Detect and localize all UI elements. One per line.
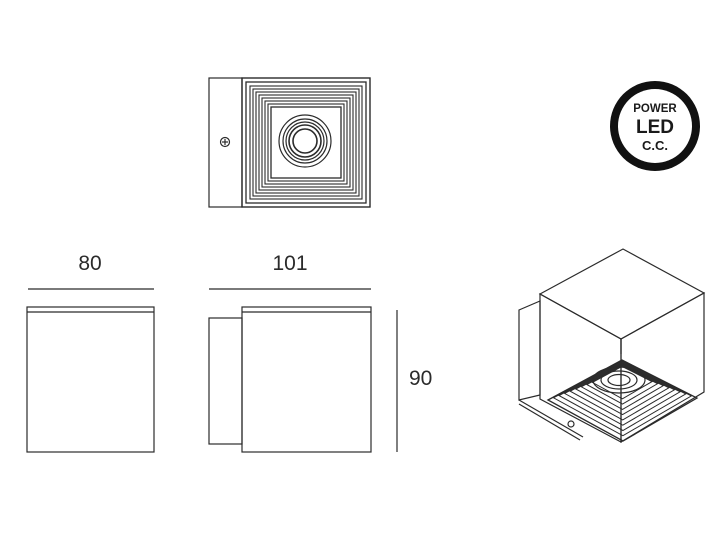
top-view-lens-ring-3: [285, 121, 325, 161]
top-view-lens-ring-2: [282, 118, 328, 164]
top-view-baffle-ring: [255, 91, 357, 194]
top-view-baffle-ring: [258, 94, 354, 191]
top-view-baffle-ring: [267, 103, 345, 182]
iso-baffle-rings: [552, 360, 693, 437]
top-view-baffle-ring: [249, 85, 363, 200]
side-view-body: [241, 306, 372, 453]
iso-baffle-ring: [552, 360, 693, 437]
top-view-baffle-ring: [264, 100, 348, 185]
badge-inner: [618, 89, 692, 163]
top-view: [208, 77, 371, 208]
top-view-baffle-rings: [245, 81, 367, 204]
iso-lens-outer: [592, 366, 646, 394]
iso-screw-icon: [567, 420, 575, 428]
iso-mount-plate-edge: [518, 399, 584, 438]
iso-mount-plate-edge-2: [518, 403, 581, 441]
height-dimension-label: 90: [409, 367, 432, 390]
iso-baffle-ring: [574, 363, 670, 416]
width-dimension-label: 80: [78, 252, 101, 275]
depth-dimension-label: 101: [272, 252, 307, 275]
top-view-baffle-ring: [261, 97, 351, 188]
iso-lens-middle: [600, 370, 638, 390]
iso-cube-top-face: [538, 248, 706, 340]
badge-line-power: POWER: [633, 103, 677, 115]
front-view: [26, 288, 155, 453]
side-view: [208, 288, 398, 453]
top-view-baffle-ring: [245, 81, 367, 204]
front-view-body: [26, 306, 155, 453]
top-view-screw-icon: [219, 136, 231, 148]
top-view-lens-ring-outer: [278, 114, 332, 168]
top-view-baffle-ring: [252, 88, 360, 197]
isometric-view: [518, 248, 706, 444]
iso-lens-inner: [607, 373, 631, 387]
iso-cube-right-face: [620, 291, 705, 444]
top-view-lens-ring-5: [292, 128, 318, 154]
iso-baffle-ring: [563, 361, 682, 426]
side-view-mount-plate: [208, 317, 243, 445]
iso-baffle-ring: [558, 361, 687, 432]
top-view-lens-ring-4: [288, 124, 322, 158]
badge-line-cc: C.C.: [642, 138, 668, 153]
top-view-body-outer: [241, 77, 371, 208]
iso-baffle-ring: [569, 362, 676, 421]
badge-line-led: LED: [636, 117, 674, 138]
top-view-baffle-ring: [270, 106, 342, 179]
power-led-badge: POWER LED C.C.: [610, 81, 700, 171]
iso-mount-plate-face: [518, 300, 541, 401]
